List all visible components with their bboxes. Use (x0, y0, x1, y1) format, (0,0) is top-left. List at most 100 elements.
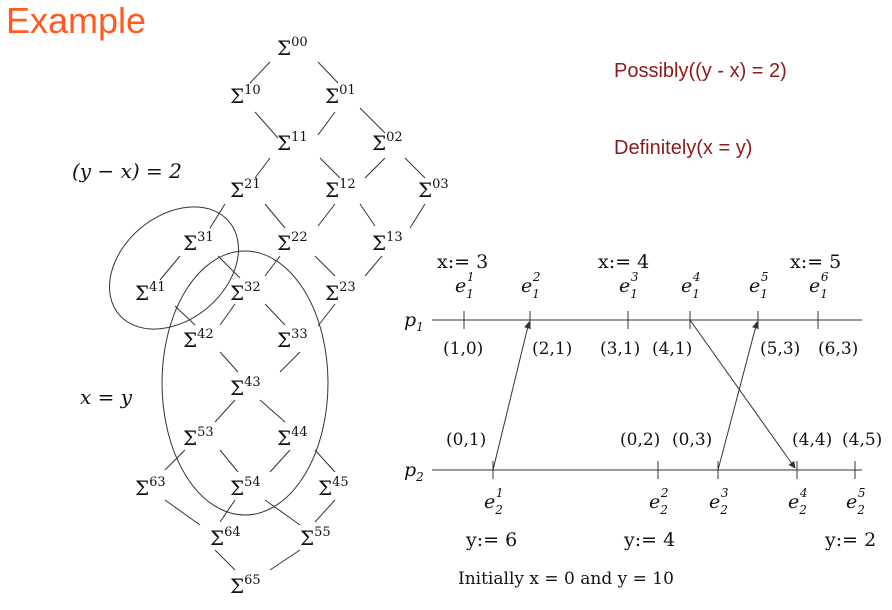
lattice-node-00: Σ00 (277, 35, 308, 60)
message-e14-to-e24 (689, 319, 796, 469)
edge-55-65 (269, 549, 301, 571)
definitely-predicate: Definitely(x = y) (614, 137, 753, 159)
lattice-node-55: Σ55 (300, 525, 331, 550)
vector-clock: (0,2) (620, 430, 660, 450)
edge-11-12 (319, 157, 341, 179)
lattice-node-32: Σ32 (230, 280, 261, 305)
event-label-e1-5: e15 (749, 270, 769, 301)
possibly-predicate: Possibly((y - x) = 2) (614, 60, 787, 82)
vector-clock: (5,3) (760, 339, 800, 359)
lattice-node-45: Σ45 (318, 475, 349, 500)
edge-21-31 (209, 203, 226, 229)
p2-assignment-2: y:= 4 (623, 529, 675, 551)
edge-21-22 (264, 203, 286, 229)
p2-assignment-3: y:= 2 (824, 529, 876, 551)
edge-42-43 (219, 351, 239, 373)
edge-01-02 (359, 107, 386, 134)
vector-clock: (3,1) (600, 339, 640, 359)
lattice-node-31: Σ31 (183, 230, 214, 255)
event-label-e1-6: e16 (809, 270, 829, 301)
edge-00-01 (317, 61, 339, 84)
slide-title: Example (6, 0, 147, 41)
lattice-node-01: Σ01 (325, 83, 356, 108)
event-label-e2-1: e21 (484, 486, 504, 517)
lattice-node-63: Σ63 (135, 475, 166, 500)
edge-41-42 (174, 305, 196, 326)
edge-31-32 (217, 255, 241, 279)
event-label-e2-4: e24 (788, 486, 808, 517)
edge-12-22 (317, 203, 336, 227)
edge-32-33 (264, 303, 286, 326)
edge-64-65 (214, 549, 236, 571)
edge-43-53 (214, 399, 236, 423)
initial-values-note: Initially x = 0 and y = 10 (458, 569, 674, 589)
yx2-region-ellipse (109, 206, 239, 330)
edge-03-13 (409, 203, 426, 229)
message-e23-to-e15 (717, 321, 759, 471)
lattice-node-11: Σ11 (277, 130, 308, 155)
edge-12-13 (359, 203, 376, 227)
p2-event-labels: e21 e22 e23 e24 e25 (484, 486, 866, 517)
lattice-nodes: Σ00 Σ10 Σ01 Σ11 Σ02 Σ21 Σ12 Σ03 Σ31 Σ22 … (135, 35, 449, 598)
lattice-edges (159, 61, 426, 571)
edge-53-54 (219, 449, 239, 473)
edge-13-23 (364, 255, 383, 277)
edge-32-42 (219, 303, 236, 326)
lattice-node-54: Σ54 (230, 475, 261, 500)
xy-region-label: x = y (80, 385, 133, 409)
lattice-node-21: Σ21 (230, 177, 261, 202)
p1-event-labels: e11 e12 e13 e14 e15 e16 (455, 270, 829, 301)
edge-23-33 (317, 303, 336, 327)
vector-clock: (0,1) (446, 430, 486, 450)
lattice-node-65: Σ65 (230, 573, 261, 598)
lattice-node-42: Σ42 (183, 327, 214, 352)
edge-43-44 (259, 399, 286, 423)
edge-11-21 (254, 157, 271, 179)
lattice-node-41: Σ41 (135, 280, 166, 305)
event-label-e2-2: e22 (649, 486, 669, 517)
lattice-node-22: Σ22 (277, 230, 308, 255)
lattice-node-10: Σ10 (230, 83, 261, 108)
event-label-e1-4: e14 (681, 270, 701, 301)
edge-33-43 (279, 351, 301, 373)
edge-02-03 (404, 157, 426, 179)
p2-assignment-1: y:= 6 (465, 529, 517, 551)
edge-54-64 (219, 499, 236, 523)
lattice-node-03: Σ03 (418, 177, 449, 202)
vector-clock: (4,4) (792, 430, 832, 450)
edge-63-64 (164, 499, 201, 526)
edge-02-12 (364, 157, 386, 179)
event-label-e1-2: e12 (521, 270, 541, 301)
lattice-node-64: Σ64 (210, 525, 241, 550)
lattice-node-33: Σ33 (277, 327, 308, 352)
event-label-e2-3: e23 (709, 486, 729, 517)
edge-53-63 (164, 449, 186, 471)
xy-region-ellipse (161, 250, 329, 516)
timeline: p1 p2 (404, 309, 862, 484)
edge-00-10 (249, 61, 271, 84)
edge-22-32 (264, 255, 281, 277)
p2-label: p2 (404, 459, 424, 484)
lattice-node-23: Σ23 (325, 280, 356, 305)
p1-assignment-1: x:= 3 (437, 251, 488, 273)
p1-assignment-2: x:= 4 (598, 251, 649, 273)
vector-clock: (6,3) (818, 339, 858, 359)
edge-54-55 (264, 499, 301, 526)
lattice-node-12: Σ12 (325, 177, 356, 202)
yx2-region-label: (y − x) = 2 (72, 159, 182, 183)
p2-vector-clocks: (0,1) (0,2) (0,3) (4,4) (4,5) (446, 430, 882, 450)
vector-clock: (2,1) (532, 339, 572, 359)
p1-assignment-3: x:= 5 (790, 251, 841, 273)
lattice-node-44: Σ44 (277, 425, 308, 450)
event-label-e1-3: e13 (619, 270, 639, 301)
edge-01-11 (317, 111, 336, 136)
p1-vector-clocks: (1,0) (2,1) (3,1) (4,1) (5,3) (6,3) (443, 339, 858, 359)
vector-clock: (0,3) (672, 430, 712, 450)
vector-clock: (4,1) (652, 339, 692, 359)
edge-44-45 (314, 449, 336, 473)
edge-31-41 (159, 255, 181, 281)
p1-label: p1 (404, 309, 424, 334)
vector-clock: (4,5) (842, 430, 882, 450)
edge-44-54 (269, 449, 291, 473)
